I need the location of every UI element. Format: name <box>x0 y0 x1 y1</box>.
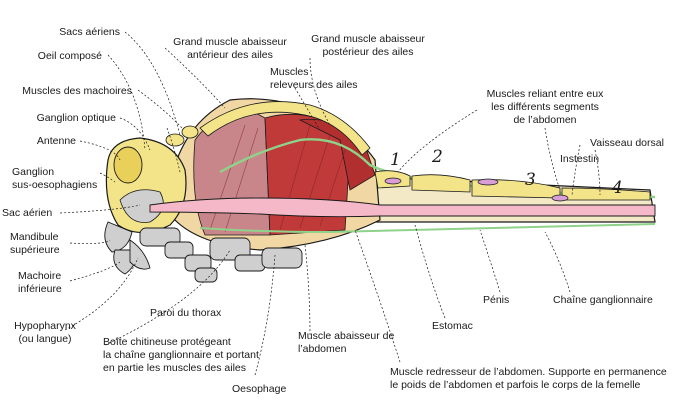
label-vaisseau-dorsal: Vaisseau dorsal <box>590 137 664 149</box>
segment-number-4: 4 <box>612 178 623 198</box>
segment-number-2: 2 <box>432 147 443 167</box>
compound-eye <box>113 146 143 184</box>
label-oesophage: Oesophage <box>232 383 287 395</box>
label-grand-post-2: postérieur des ailes <box>322 46 414 58</box>
label-ganglion-sus-2: sus-oesophagiens <box>12 179 98 191</box>
label-mandibule-2: supérieure <box>10 244 60 256</box>
mouthparts <box>104 221 151 275</box>
label-grand-ant-2: antérieur des ailes <box>187 49 273 61</box>
dorsal-air-sacs <box>165 125 199 147</box>
label-redresseur-1: Muscle redresseur de l’abdomen. Supporte… <box>390 366 667 378</box>
label-redresseur-2: le poids de l’abdomen et parfois le corp… <box>390 379 641 391</box>
label-boite-2: la chaîne ganglionnaire et portant <box>103 349 259 361</box>
label-boite-1: Boîte chitineuse protégeant <box>103 336 231 348</box>
label-releveurs-1: Muscles <box>270 66 309 78</box>
label-ganglion-sus-1: Ganglion <box>12 166 55 178</box>
label-abaisseur-abdomen-2: l’abdomen <box>298 343 347 355</box>
label-muscles-machoires: Muscles des machoires <box>22 85 132 97</box>
label-ganglion-optique: Ganglion optique <box>36 112 116 124</box>
leader-lines <box>59 31 601 376</box>
label-abaisseur-abdomen-1: Muscle abaisseur de <box>298 330 395 342</box>
label-grand-post-1: Grand muscle abaisseur <box>311 33 425 45</box>
label-sac-aerien: Sac aérien <box>2 207 53 219</box>
label-hypopharynx-1: Hypopharynx <box>14 320 76 332</box>
label-grand-ant-1: Grand muscle abaisseur <box>173 36 287 48</box>
thorax-dorsal-band <box>199 101 371 156</box>
ventral-nerve-cord <box>199 223 656 234</box>
label-reliant-1: Muscles reliant entre eux <box>486 88 604 100</box>
label-hypopharynx-2: (ou langue) <box>18 333 72 345</box>
label-chaine-ganglionnaire: Chaîne ganglionnaire <box>553 294 653 306</box>
digestive-tract <box>149 197 656 218</box>
label-penis: Pénis <box>483 294 510 306</box>
label-releveurs-2: releveurs des ailes <box>270 79 358 91</box>
label-machoire-2: inférieure <box>18 283 62 295</box>
segment-number-1: 1 <box>390 150 401 170</box>
label-reliant-3: de l’abdomen <box>513 114 577 126</box>
ventral-plates <box>139 227 303 283</box>
label-estomac: Estomac <box>432 320 473 332</box>
label-sacs-aeriens: Sacs aériens <box>59 26 120 38</box>
label-instestin: Instestin <box>560 153 600 165</box>
label-boite-3: en partie les muscles des ailes <box>103 362 246 374</box>
label-mandibule-1: Mandibule <box>10 231 59 243</box>
segment-muscles <box>384 177 569 202</box>
label-oeil-compose: Oeil composé <box>37 50 102 62</box>
label-machoire-1: Machoire <box>18 270 62 282</box>
label-antenne: Antenne <box>36 135 76 147</box>
label-paroi-thorax: Paroi du thorax <box>150 307 222 319</box>
segment-number-3: 3 <box>525 170 536 190</box>
label-reliant-2: les différents segments <box>491 101 599 113</box>
